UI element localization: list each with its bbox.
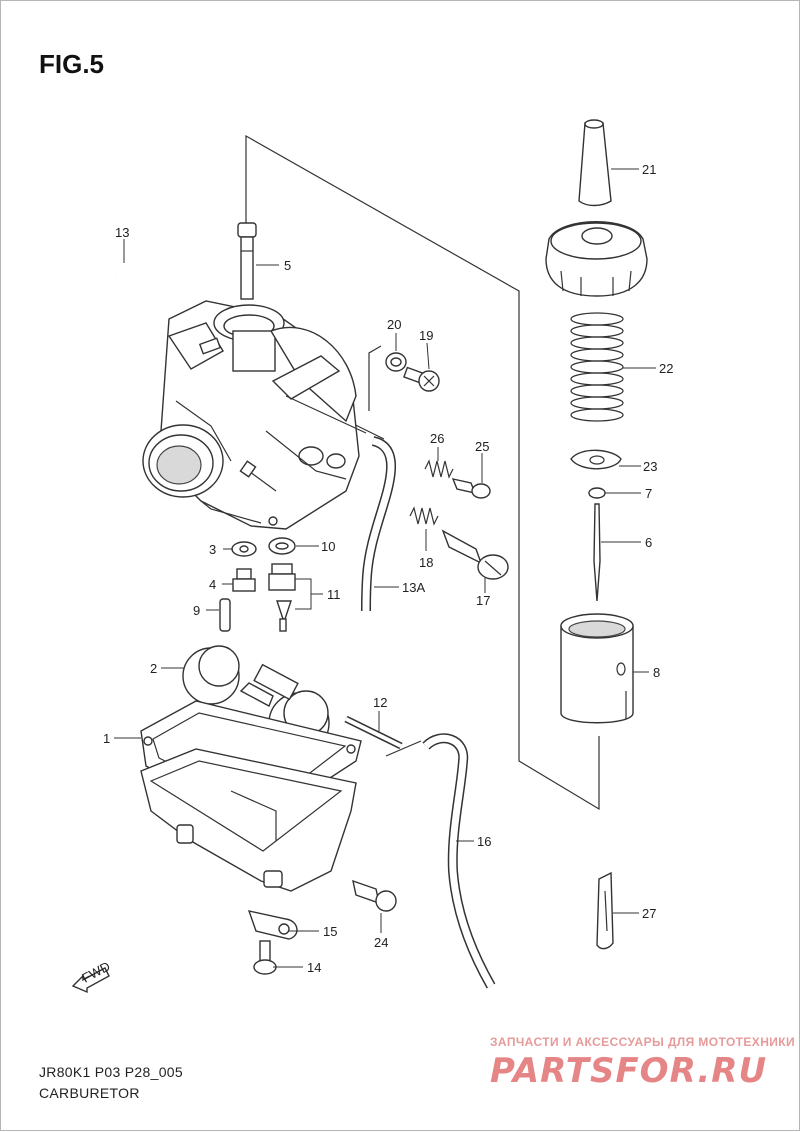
callout-8: 8 [653, 665, 660, 680]
callout-15: 15 [323, 924, 337, 939]
callout-2: 2 [150, 661, 157, 676]
part-20-washer [385, 352, 407, 372]
part-16-drain-tube [422, 733, 496, 989]
footer-title: CARBURETOR [39, 1085, 140, 1101]
part-3-washer [231, 541, 257, 557]
part-5-throttle-stop [237, 222, 257, 300]
part-11-needle-valve [268, 563, 296, 632]
callout-19: 19 [419, 328, 433, 343]
float-bowl [140, 748, 357, 892]
callout-12: 12 [373, 695, 387, 710]
callout-10: 10 [321, 539, 335, 554]
callout-6: 6 [645, 535, 652, 550]
fwd-arrow-icon: FWD [71, 959, 113, 994]
part-9-pilot-jet [219, 598, 231, 632]
part-12-float-pin [344, 715, 403, 750]
part-8-throttle-slide [560, 613, 634, 724]
carburetor-top-cap [545, 221, 648, 297]
carburetor-body [142, 300, 367, 530]
part-23-retainer [570, 449, 622, 470]
callout-26: 26 [430, 431, 444, 446]
part-18-spring [409, 506, 439, 526]
callout-11: 11 [327, 587, 341, 602]
part-7-clip [588, 487, 606, 499]
watermark-tagline: ЗАПЧАСТИ И АКСЕССУАРЫ ДЛЯ МОТОТЕХНИКИ [490, 1035, 796, 1049]
callout-16: 16 [477, 834, 491, 849]
callout-25: 25 [475, 439, 489, 454]
callout-3: 3 [209, 542, 216, 557]
callout-22: 22 [659, 361, 673, 376]
figure-title: FIG.5 [39, 49, 105, 79]
part-17-air-screw [441, 529, 509, 580]
part-13-vent-tube [114, 269, 166, 432]
part-19-screw [403, 366, 440, 392]
callout-13: 13 [115, 225, 129, 240]
callout-17: 17 [476, 593, 490, 608]
callout-labels: 13 5 20 19 26 25 18 17 13A 3 10 4 11 9 2… [103, 162, 673, 975]
callout-20: 20 [387, 317, 401, 332]
callout-13a: 13A [402, 580, 425, 595]
part-22-spring [570, 312, 624, 422]
callout-21: 21 [642, 162, 656, 177]
watermark-logo: PARTSFOR.RU [490, 1051, 768, 1091]
callout-24: 24 [374, 935, 388, 950]
callout-7: 7 [645, 486, 652, 501]
part-21-rubber-cap [578, 119, 612, 207]
part-14-bolt [253, 940, 277, 975]
part-4-main-jet [232, 568, 256, 592]
callout-4: 4 [209, 577, 216, 592]
part-25-screw [451, 478, 491, 499]
part-24-drain-screw [352, 879, 397, 912]
callout-14: 14 [307, 960, 321, 975]
footer-code: JR80K1 P03 P28_005 [39, 1064, 183, 1080]
callout-9: 9 [193, 603, 200, 618]
part-26-spring [424, 459, 454, 479]
part-10-gasket [268, 537, 296, 555]
part-6-jet-needle [593, 503, 601, 602]
callout-18: 18 [419, 555, 433, 570]
callout-5: 5 [284, 258, 291, 273]
part-27-clip [596, 871, 614, 950]
callout-27: 27 [642, 906, 656, 921]
part-13a-overflow-tube [361, 436, 397, 612]
leader-lines [114, 168, 656, 968]
callout-1: 1 [103, 731, 110, 746]
part-15-bracket [247, 910, 298, 940]
callout-23: 23 [643, 459, 657, 474]
